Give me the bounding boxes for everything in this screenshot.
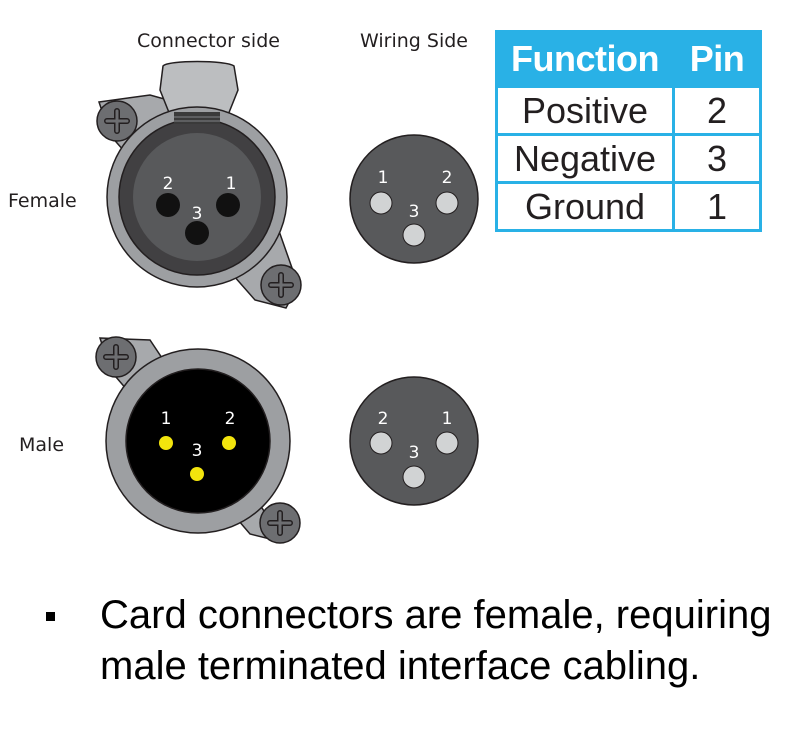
male-connector-side: 1 2 3 <box>95 336 301 544</box>
table-row: Ground 1 <box>495 181 762 232</box>
pin-header: Pin <box>672 30 762 88</box>
female-wiring-pin-3-label: 3 <box>409 202 420 222</box>
male-wiring-pin-3-label: 3 <box>409 443 420 463</box>
female-wiring-pin-1-label: 1 <box>378 168 389 188</box>
female-row-label: Female <box>8 190 77 212</box>
screw-icon <box>95 336 137 378</box>
pin-cell: 3 <box>672 133 762 184</box>
xlr-connector-diagram: 2 1 3 1 2 3 1 2 3 <box>95 60 479 544</box>
male-connector-pin-3-label: 3 <box>192 441 203 461</box>
male-wiring-pin-2-label: 2 <box>378 409 389 429</box>
female-connector-pin-1-label: 1 <box>226 174 237 194</box>
pin-cell: 2 <box>672 85 762 136</box>
female-connector-side: 2 1 3 <box>96 60 302 309</box>
female-wiring-pin-2-label: 2 <box>442 168 453 188</box>
function-cell: Negative <box>495 133 675 184</box>
female-connector-pin-2-label: 2 <box>163 174 174 194</box>
function-cell: Positive <box>495 85 675 136</box>
female-connector-pin-3-label: 3 <box>192 204 203 224</box>
function-cell: Ground <box>495 181 675 232</box>
male-connector-pin-2-label: 2 <box>225 409 236 429</box>
female-wiring-side: 1 2 3 <box>349 134 479 264</box>
pin-function-table: Function Pin Positive 2 Negative 3 Groun… <box>495 30 762 232</box>
male-row-label: Male <box>19 434 65 456</box>
screw-icon <box>259 502 301 544</box>
table-header-row: Function Pin <box>495 30 762 88</box>
wiring-side-label: Wiring Side <box>360 30 468 52</box>
table-row: Positive 2 <box>495 85 762 136</box>
screw-icon <box>260 264 302 306</box>
pin-cell: 1 <box>672 181 762 232</box>
table-row: Negative 3 <box>495 133 762 184</box>
male-wiring-pin-1-label: 1 <box>442 409 453 429</box>
function-header: Function <box>495 30 675 88</box>
male-wiring-side: 2 1 3 <box>349 376 479 506</box>
screw-icon <box>96 100 138 142</box>
bullet-marker-icon <box>46 612 55 621</box>
male-connector-pin-1-label: 1 <box>161 409 172 429</box>
bullet-text: Card connectors are female, requiring ma… <box>100 593 772 688</box>
connector-side-label: Connector side <box>137 30 280 52</box>
